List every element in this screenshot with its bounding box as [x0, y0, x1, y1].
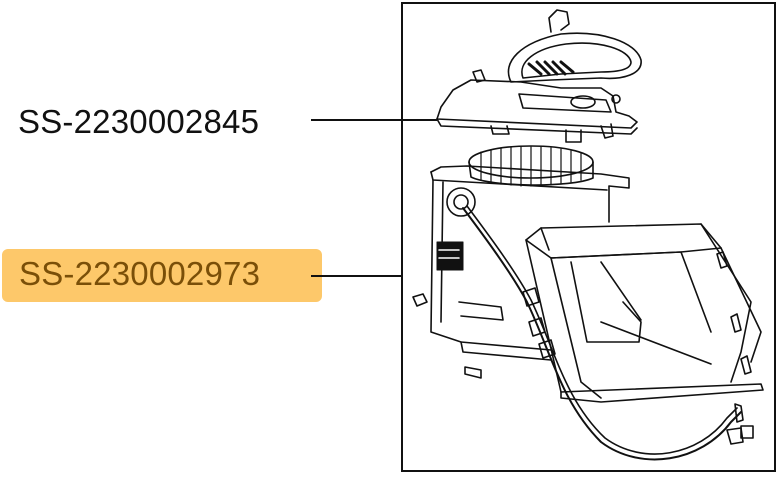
part-number-label-lower-highlighted[interactable]: SS-2230002973	[2, 249, 322, 302]
upper-housing-part[interactable]	[436, 9, 642, 143]
wiring-harness[interactable]	[462, 205, 754, 461]
exploded-assembly-illustration	[412, 9, 764, 461]
exploded-view-frame	[401, 2, 776, 472]
blower-wheel	[468, 145, 594, 187]
mounting-bracket[interactable]	[522, 223, 764, 403]
leader-line-lower	[311, 275, 403, 277]
part-number-label-upper[interactable]: SS-2230002845	[18, 103, 260, 140]
lower-housing-part[interactable]	[412, 165, 630, 379]
leader-line-upper	[311, 119, 437, 121]
